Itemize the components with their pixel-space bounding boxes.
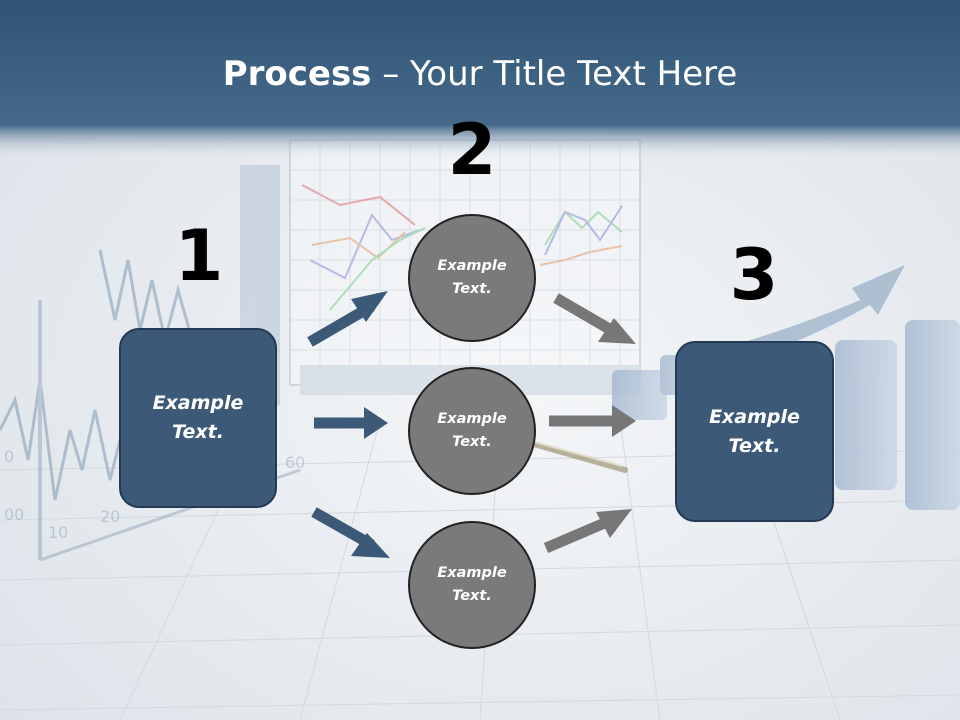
axis-label: 0 bbox=[4, 447, 14, 466]
box-text-line: Example bbox=[709, 405, 800, 428]
arrow-bottom-to-right bbox=[543, 509, 632, 554]
slide-title: Process – Your Title Text Here bbox=[0, 52, 960, 96]
arrow-left-to-bottom bbox=[311, 507, 390, 558]
circle-text-line: Example bbox=[437, 565, 507, 581]
circle-text-line: Text. bbox=[452, 281, 492, 297]
arrow-left-to-top bbox=[307, 291, 388, 347]
circle-text-line: Text. bbox=[452, 588, 492, 604]
axis-label: 20 bbox=[100, 507, 120, 526]
process-box-end: Example Text. bbox=[675, 341, 834, 522]
title-rest: – Your Title Text Here bbox=[371, 54, 738, 94]
box-text-line: Text. bbox=[728, 434, 781, 457]
box-text-line: Text. bbox=[172, 421, 224, 443]
process-box-start: Example Text. bbox=[119, 328, 277, 508]
step-number-1: 1 bbox=[174, 215, 224, 297]
box-text-line: Example bbox=[152, 392, 244, 414]
axis-label: 00 bbox=[4, 505, 24, 524]
circle-text-line: Example bbox=[437, 411, 507, 427]
arrow-middle-to-right bbox=[549, 405, 636, 437]
axis-label: 60 bbox=[285, 453, 305, 472]
step-number-2: 2 bbox=[447, 109, 497, 191]
arrow-top-to-right bbox=[553, 293, 636, 344]
arrow-left-to-middle bbox=[314, 407, 388, 439]
circle-text-line: Text. bbox=[452, 434, 492, 450]
process-circle-middle: Example Text. bbox=[408, 367, 536, 495]
axis-label: 10 bbox=[48, 523, 68, 542]
circle-text-line: Example bbox=[437, 258, 507, 274]
title-bold: Process bbox=[222, 54, 372, 94]
process-circle-top: Example Text. bbox=[408, 214, 536, 342]
process-circle-bottom: Example Text. bbox=[408, 521, 536, 649]
step-number-3: 3 bbox=[729, 234, 779, 316]
